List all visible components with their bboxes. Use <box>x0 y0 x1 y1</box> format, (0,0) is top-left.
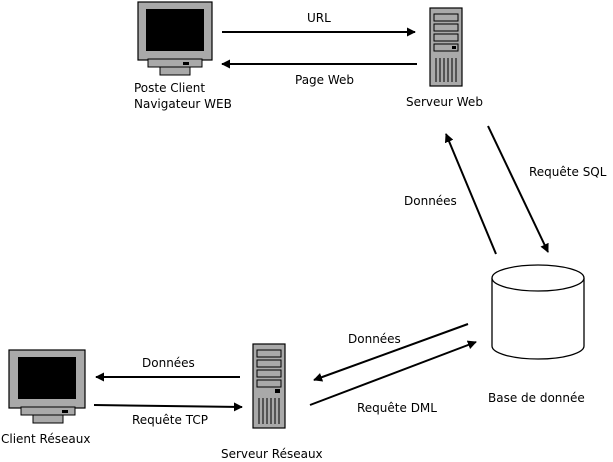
arrow-donnees-db-web <box>444 133 497 255</box>
edge-label-donnees-db-reseaux: Données <box>348 332 401 346</box>
database-label: Base de donnée <box>488 391 585 405</box>
arrow-requete-dml <box>309 340 477 406</box>
edge-label-donnees-reseaux-client: Données <box>142 356 195 370</box>
client-reseaux-label: Client Réseaux <box>1 432 90 446</box>
arrow-donnees-db-reseaux <box>313 323 469 382</box>
arrow-requete-tcp <box>93 402 243 412</box>
edge-label-requete-tcp: Requête TCP <box>132 413 208 427</box>
arrow-requete-sql <box>487 125 549 253</box>
edge-label-url: URL <box>307 11 331 25</box>
client-reseaux-monitor-icon <box>8 349 86 424</box>
edge-label-requete-sql: Requête SQL <box>529 165 607 179</box>
edge-label-requete-dml: Requête DML <box>357 401 437 415</box>
edge-label-donnees-db-web: Données <box>404 194 457 208</box>
serveur-web-label: Serveur Web <box>406 95 483 109</box>
database-cylinder-icon <box>491 264 585 360</box>
edge-label-page-web: Page Web <box>295 73 354 87</box>
poste-client-label: Poste Client <box>134 81 205 95</box>
serveur-reseaux-label: Serveur Réseaux <box>221 447 323 461</box>
poste-client-sublabel: Navigateur WEB <box>134 97 232 111</box>
serveur-web-icon <box>429 7 463 87</box>
poste-client-monitor-icon <box>137 1 213 76</box>
serveur-reseaux-icon <box>252 343 286 429</box>
